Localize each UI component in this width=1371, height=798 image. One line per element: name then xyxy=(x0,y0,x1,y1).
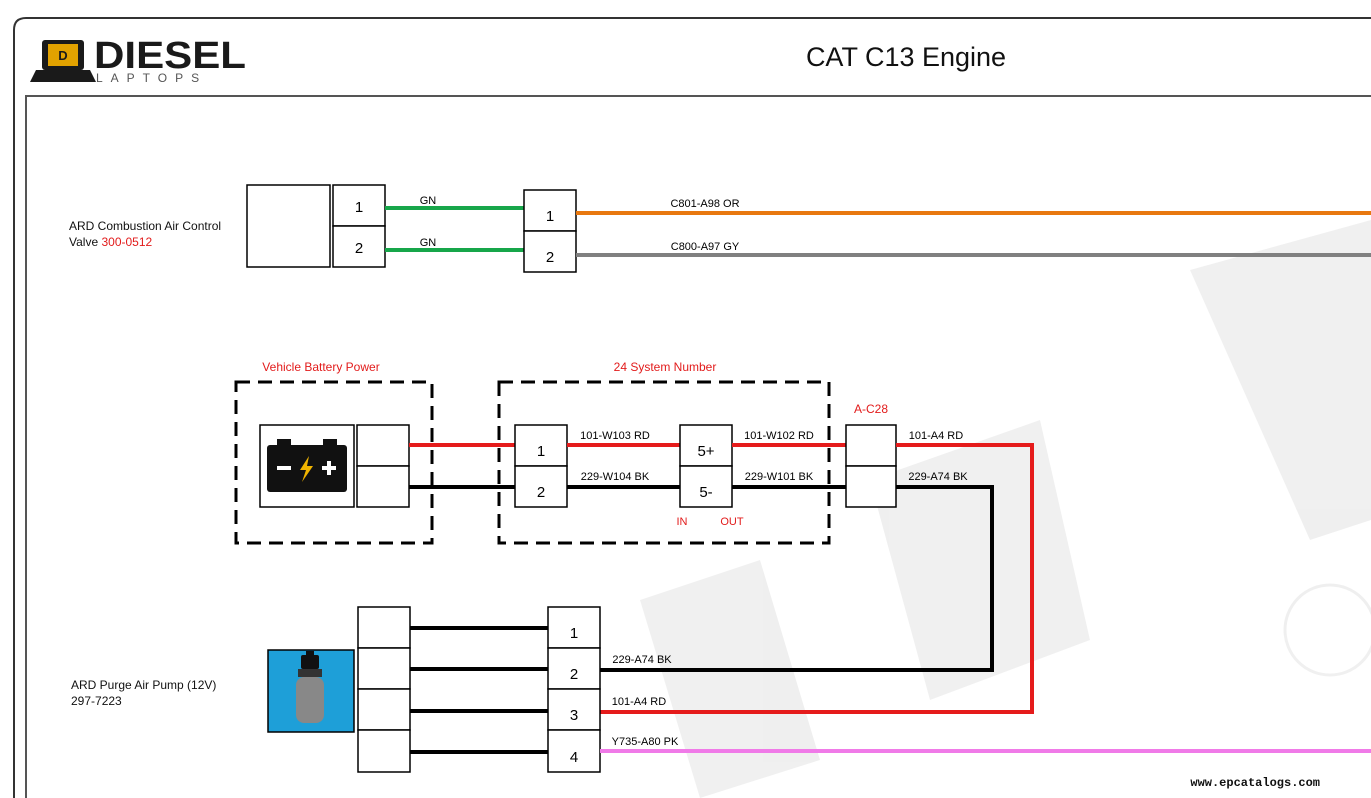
battery-label: Vehicle Battery Power xyxy=(262,360,379,374)
wire-label-a4-pump: 101-A4 RD xyxy=(612,696,666,708)
pump-pin-box-4 xyxy=(357,729,411,773)
sys-pin-2: 2 xyxy=(537,484,545,501)
wire-label-a74-pump: 229-A74 BK xyxy=(612,654,672,666)
wire-label-c800: C800-A97 GY xyxy=(671,241,740,253)
wire-label-gn-2: GN xyxy=(420,237,437,249)
sys-pin-1-box xyxy=(514,424,568,467)
harness-pin-2: 2 xyxy=(546,249,554,266)
harness-pin-1: 1 xyxy=(546,208,554,225)
wire-101-a4 xyxy=(600,443,1034,714)
battery-icon xyxy=(267,439,347,492)
ac28-box-2 xyxy=(845,465,897,508)
ac28-box-1 xyxy=(845,424,897,467)
valve-pin-2: 2 xyxy=(355,240,363,257)
wire-label-a4: 101-A4 RD xyxy=(909,430,963,442)
air-valve-section: ARD Combustion Air Control Valve 300-051… xyxy=(69,184,1371,273)
background-watermark xyxy=(640,220,1371,798)
diesel-laptops-logo: D DIESEL LAPTOPS xyxy=(30,35,246,85)
logo-badge: D xyxy=(58,48,67,63)
battery-pos-box xyxy=(356,424,410,467)
battery-neg-box xyxy=(356,465,410,508)
io-in-label: IN xyxy=(677,516,688,528)
power-section: Vehicle Battery Power 24 System Number 1… xyxy=(234,360,1034,714)
battery-dashed-box xyxy=(234,380,434,545)
sys-pin-5-minus: 5- xyxy=(699,484,712,501)
system-label: 24 System Number xyxy=(614,360,717,374)
pump-pin-3: 3 xyxy=(570,707,578,724)
wire-label-a74: 229-A74 BK xyxy=(908,471,968,483)
sys-pin-1: 1 xyxy=(537,443,545,460)
harness-pin-2-box xyxy=(523,230,577,273)
wire-label-c801: C801-A98 OR xyxy=(670,198,739,210)
valve-pin-1: 1 xyxy=(355,199,363,216)
wire-label-w103: 101-W103 RD xyxy=(580,430,650,442)
pump-pin-2: 2 xyxy=(570,666,578,683)
io-out-label: OUT xyxy=(720,516,744,528)
watermark-url: www.epcatalogs.com xyxy=(1190,776,1320,790)
page-title: CAT C13 Engine xyxy=(806,42,1006,72)
content-frame xyxy=(25,95,1371,798)
air-valve-label-line2: Valve 300-0512 xyxy=(69,235,153,249)
pump-pin-box-3 xyxy=(357,688,411,731)
page-frame xyxy=(13,17,1371,798)
pump-pin-4: 4 xyxy=(570,749,578,766)
sys-pin-5n-box xyxy=(679,465,733,508)
sys-pin-2-box xyxy=(514,465,568,508)
wire-label-w101: 229-W101 BK xyxy=(745,471,814,483)
air-valve-body xyxy=(246,184,331,268)
sys-pin-5-plus: 5+ xyxy=(697,443,714,460)
wire-label-gn-1: GN xyxy=(420,195,437,207)
pump-pin-1: 1 xyxy=(570,625,578,642)
pump-icon xyxy=(296,651,324,723)
purge-pump-part-number: 297-7223 xyxy=(71,694,122,708)
system-dashed-box xyxy=(497,380,831,545)
air-valve-label: ARD Combustion Air Control xyxy=(69,219,221,233)
connector-ac28-label: A-C28 xyxy=(854,402,888,416)
wire-label-w104: 229-W104 BK xyxy=(581,471,650,483)
wire-label-w102: 101-W102 RD xyxy=(744,430,814,442)
pump-pin-box-2 xyxy=(357,647,411,690)
purge-pump-label: ARD Purge Air Pump (12V) xyxy=(71,678,216,692)
logo-word: DIESEL xyxy=(94,35,246,77)
pump-pin-box-1 xyxy=(357,606,411,649)
pump-harness-box-3 xyxy=(547,688,601,731)
air-valve-part-number: 300-0512 xyxy=(101,235,152,249)
purge-pump-section: ARD Purge Air Pump (12V) 297-7223 1 2 3 … xyxy=(71,606,1371,773)
wire-229-a74 xyxy=(600,485,994,672)
logo-sub: LAPTOPS xyxy=(96,71,207,85)
wire-label-a80: Y735-A80 PK xyxy=(612,736,679,748)
valve-pin-2-box xyxy=(332,225,386,268)
